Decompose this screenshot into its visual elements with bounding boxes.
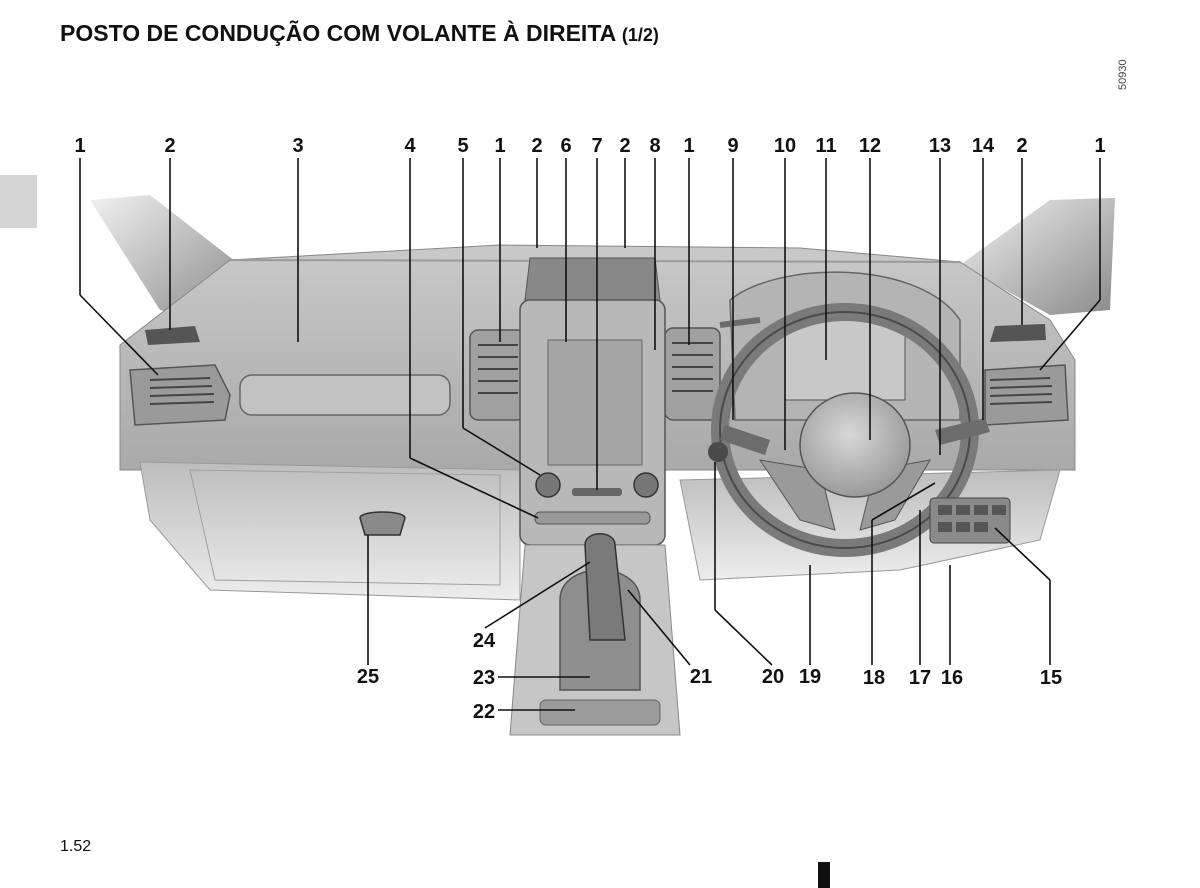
- vent-left-outer: [129, 364, 231, 426]
- callout-label: 23: [473, 667, 495, 689]
- callout-label: 9: [727, 135, 738, 157]
- callout-label: 8: [649, 135, 660, 157]
- callout-label: 10: [774, 135, 796, 157]
- steering-wheel: [711, 303, 979, 557]
- callout-label: 20: [762, 666, 784, 688]
- callout-label: 15: [1040, 667, 1062, 689]
- centre-control-strip: [534, 511, 651, 525]
- callout-label: 1: [74, 135, 85, 157]
- callout-label: 16: [941, 667, 963, 689]
- right-stalk: [935, 418, 990, 445]
- callout-label: 2: [531, 135, 542, 157]
- callout-label: 22: [473, 701, 495, 723]
- page-title-part: (1/2): [621, 25, 659, 45]
- instrument-cluster: [729, 271, 961, 421]
- callout-label: 14: [972, 135, 995, 157]
- passenger-trim-strip: [239, 374, 451, 416]
- section-tab-marker: [0, 175, 37, 228]
- left-stalk: [708, 425, 770, 462]
- page-corner-mark: [818, 862, 830, 888]
- callout-label: 17: [909, 667, 931, 689]
- callout-label: 18: [863, 667, 885, 689]
- page-title-text: POSTO DE CONDUÇÃO COM VOLANTE À DIREITA: [60, 20, 616, 46]
- callout-label: 7: [591, 135, 602, 157]
- upper-display: [524, 257, 661, 301]
- page-number: 1.52: [60, 838, 92, 855]
- right-pillar: [960, 198, 1115, 315]
- callout-label: 19: [799, 666, 821, 688]
- callout-labels: 1 2 3 4 5 1 2 6 7 2 8 1 9 10 11 12 13 14…: [74, 135, 1105, 723]
- callout-label: 25: [357, 666, 379, 688]
- callout-label: 11: [815, 135, 836, 157]
- callout-label: 24: [473, 630, 496, 652]
- callout-label: 3: [292, 135, 303, 157]
- vent-right-outer: [984, 364, 1069, 426]
- callout-label: 1: [1094, 135, 1105, 157]
- callout-label: 4: [404, 135, 416, 157]
- switch-panel: [929, 497, 1011, 544]
- multimedia-screen-unit: [519, 299, 666, 546]
- callout-label: 6: [560, 135, 571, 157]
- vent-center-right: [664, 327, 721, 421]
- page-title: POSTO DE CONDUÇÃO COM VOLANTE À DIREITA …: [60, 20, 659, 47]
- callout-label: 21: [690, 666, 712, 688]
- callout-label: 2: [619, 135, 630, 157]
- callout-label: 12: [859, 135, 881, 157]
- centre-console: [509, 533, 681, 736]
- callout-label: 13: [929, 135, 951, 157]
- callout-label: 2: [1016, 135, 1027, 157]
- vent-right-small: [990, 324, 1046, 342]
- callout-label: 2: [164, 135, 175, 157]
- vent-center-left: [469, 329, 526, 421]
- vent-left-small: [145, 326, 200, 345]
- callout-label: 1: [494, 135, 505, 157]
- callout-label: 5: [457, 135, 468, 157]
- glovebox-handle: [359, 511, 406, 536]
- callout-label: 1: [683, 135, 694, 157]
- callout-leader-lines: [79, 158, 1101, 711]
